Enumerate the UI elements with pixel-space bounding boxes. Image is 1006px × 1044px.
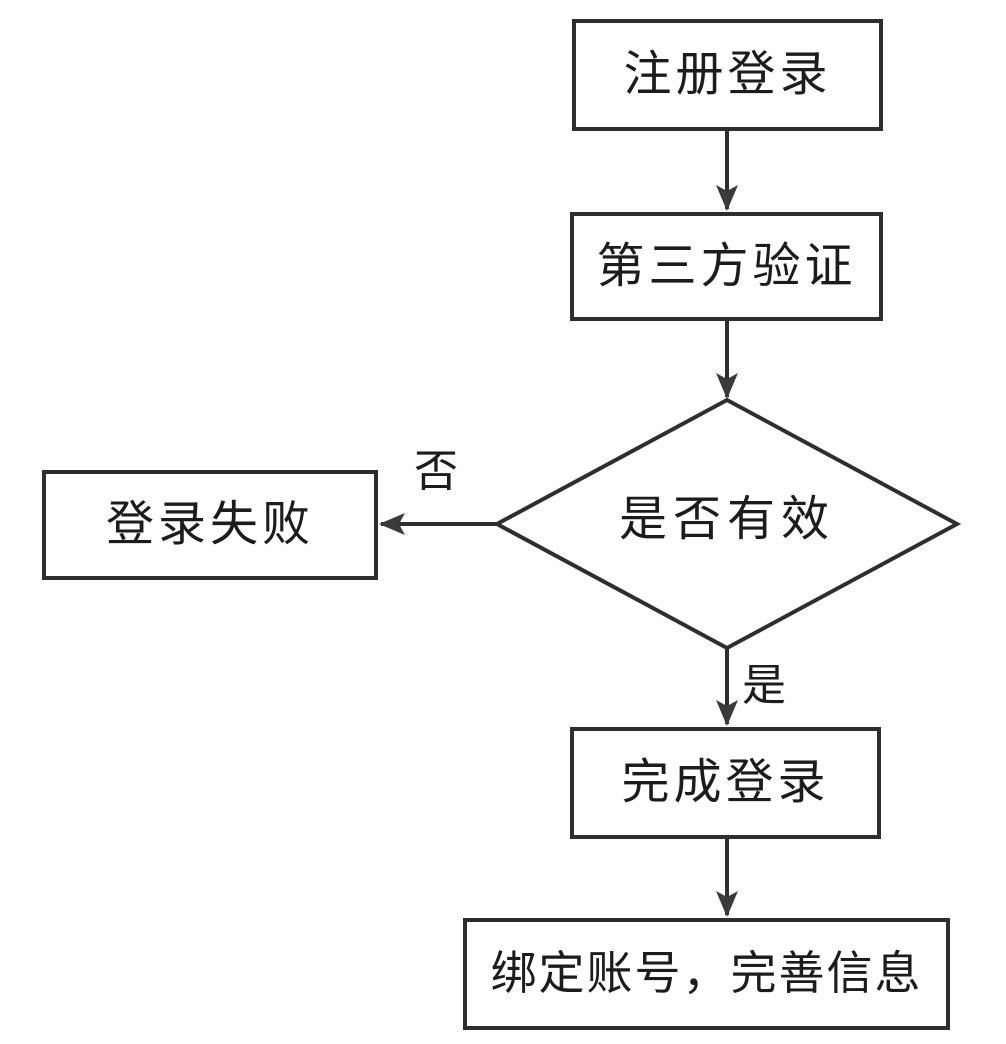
node-register-login-label: 注册登录 <box>623 48 832 101</box>
node-login-failed: 登录失败 <box>42 470 378 580</box>
node-complete-login: 完成登录 <box>570 727 881 839</box>
edge-label-no: 否 <box>414 447 458 496</box>
node-bind-account: 绑定账号，完善信息 <box>463 918 950 1030</box>
node-bind-account-label: 绑定账号，完善信息 <box>490 948 923 999</box>
node-register-login: 注册登录 <box>572 19 883 131</box>
node-third-party-verify: 第三方验证 <box>570 212 883 321</box>
node-third-party-verify-label: 第三方验证 <box>596 239 857 293</box>
node-decision-valid-label: 是否有效 <box>618 493 835 546</box>
node-login-failed-label: 登录失败 <box>105 498 314 551</box>
node-complete-login-label: 完成登录 <box>621 756 830 809</box>
edge-label-yes: 是 <box>742 661 786 710</box>
